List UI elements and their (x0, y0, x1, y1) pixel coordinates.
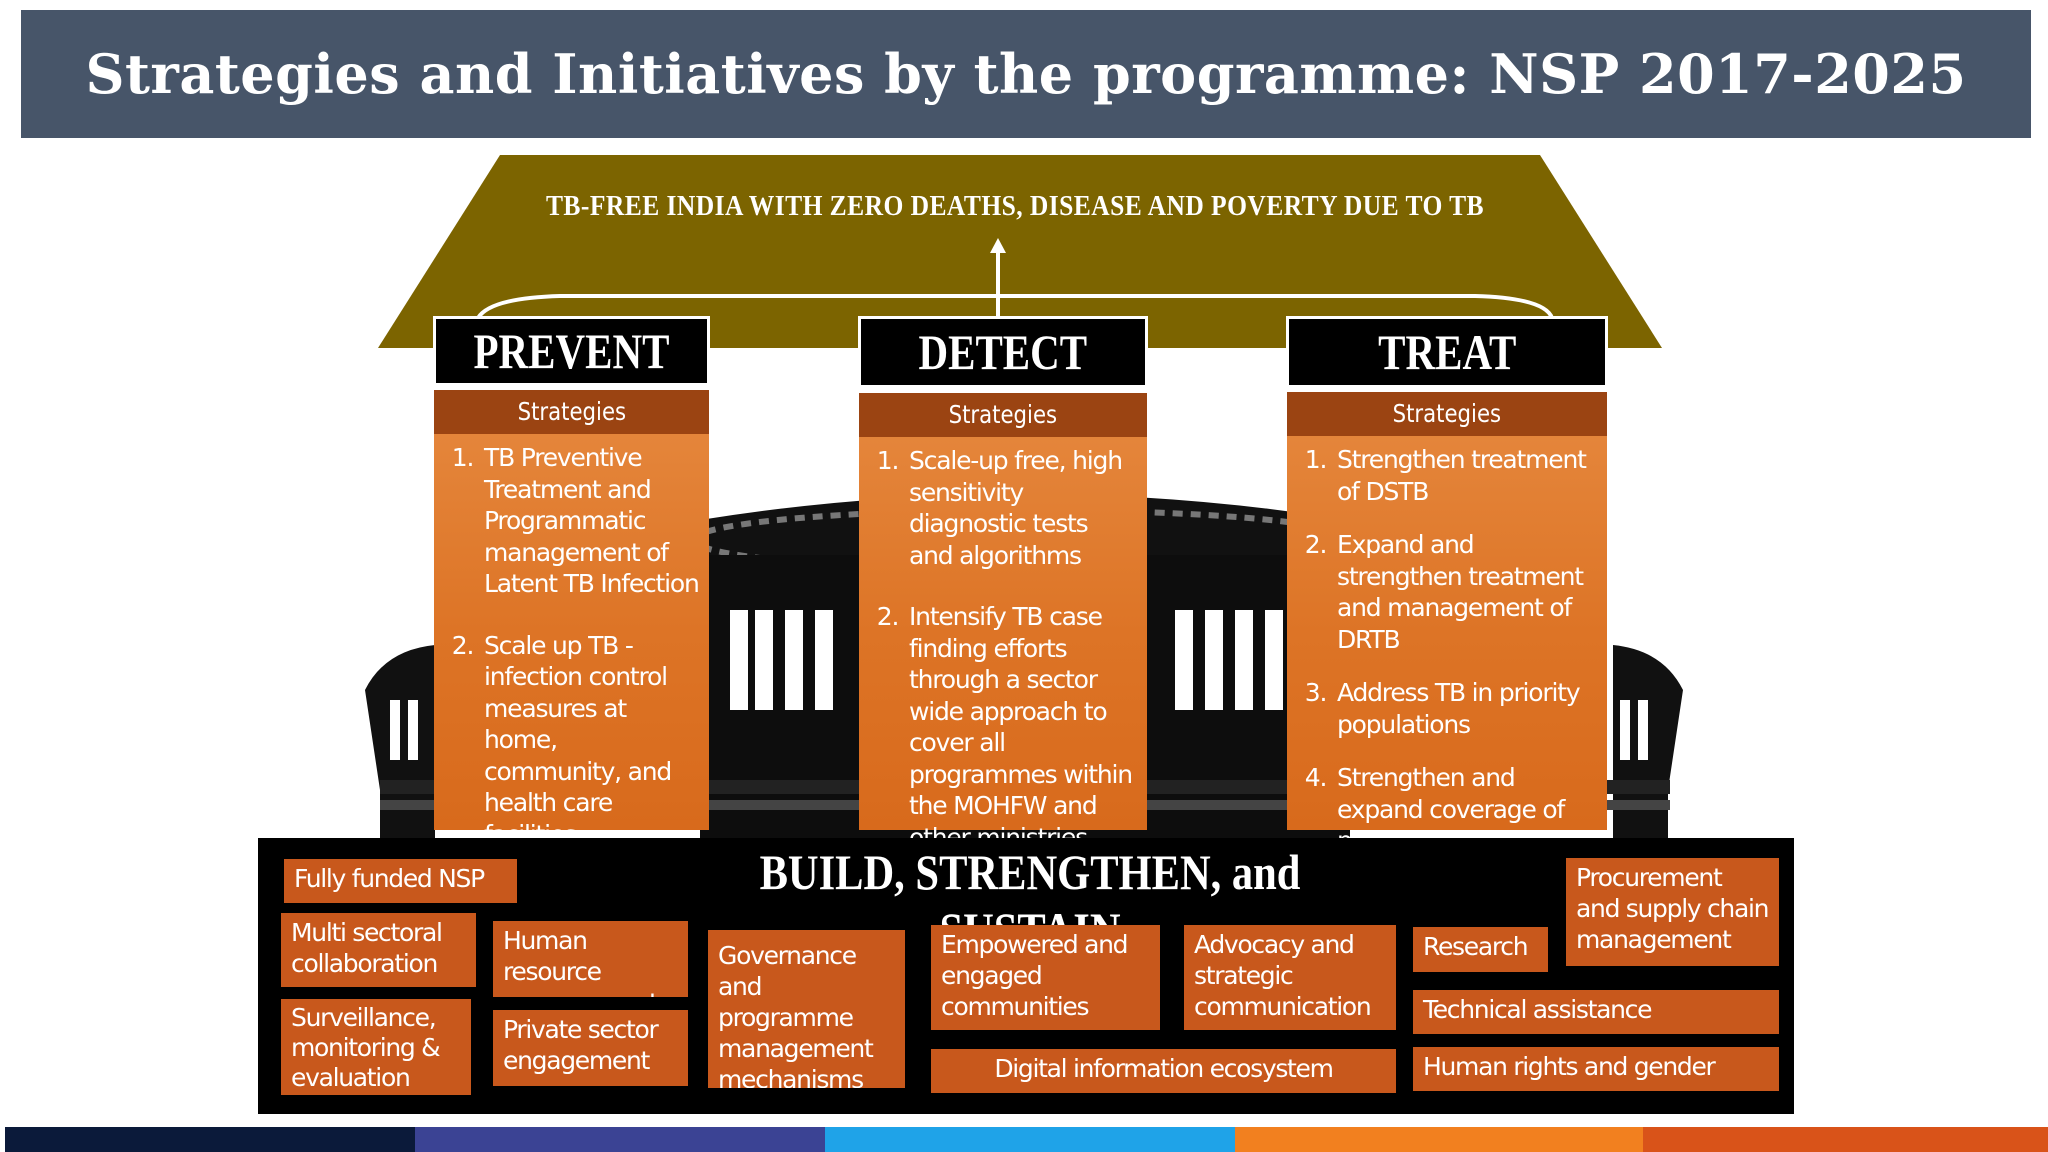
goal-statement: TB-FREE INDIA WITH ZERO DEATHS, DISEASE … (545, 190, 1485, 222)
pillar-detect-title: DETECT (918, 324, 1088, 380)
pillar-treat-body: Strategies Strengthen treatment of DSTB … (1287, 392, 1607, 887)
pillar-detect-header: DETECT (858, 316, 1148, 388)
title-bar: Strategies and Initiatives by the progra… (21, 10, 2031, 138)
strategy-list: Strengthen treatment of DSTB Expand and … (1287, 436, 1607, 888)
arrow-up-icon (476, 238, 1554, 320)
box-empowered: Empowered and engaged communities (931, 925, 1160, 1030)
page-title: Strategies and Initiatives by the progra… (85, 42, 1967, 106)
strategy-list: TB Preventive Treatment and Programmatic… (434, 434, 709, 850)
pillar-prevent-body: Strategies TB Preventive Treatment and P… (434, 390, 709, 849)
strategy-item: Scale-up free, high sensitivity diagnost… (905, 445, 1137, 571)
pillar-treat-title: TREAT (1377, 324, 1517, 380)
footer-stripe-5 (1643, 1127, 2048, 1152)
strategy-item: Scale up TB - infection control measures… (480, 630, 699, 851)
strategy-item: Expand and strengthen treatment and mana… (1333, 529, 1597, 655)
box-human-resource: Human resource management (493, 921, 688, 997)
box-digital: Digital information ecosystem (931, 1049, 1396, 1093)
pillar-detect-body: Strategies Scale-up free, high sensitivi… (859, 393, 1147, 852)
strategy-item: Intensify TB case finding efforts throug… (905, 601, 1137, 853)
footer-stripe-3 (825, 1127, 1235, 1152)
box-human-rights: Human rights and gender (1413, 1047, 1779, 1091)
strategies-label-text: Strategies (948, 400, 1058, 429)
strategies-label: Strategies (434, 390, 709, 434)
strategies-label-text: Strategies (517, 397, 626, 426)
box-technical: Technical assistance (1413, 990, 1779, 1034)
box-fully-funded: Fully funded NSP (284, 859, 517, 903)
box-surveillance: Surveillance, monitoring & evaluation (281, 999, 471, 1095)
pillar-prevent-header: PREVENT (433, 316, 710, 386)
box-multi-sectoral: Multi sectoral collaboration (281, 913, 476, 987)
box-private-sector: Private sector engagement (493, 1010, 688, 1086)
strategy-item: Address TB in priority populations (1333, 677, 1597, 740)
footer-stripe-4 (1235, 1127, 1643, 1152)
strategy-item: Strengthen treatment of DSTB (1333, 444, 1597, 507)
strategies-label: Strategies (1287, 392, 1607, 436)
strategies-label-text: Strategies (1392, 399, 1502, 428)
box-research: Research (1413, 927, 1548, 972)
box-advocacy: Advocacy and strategic communication (1184, 925, 1396, 1030)
roof (378, 155, 1662, 348)
footer-stripe-2 (415, 1127, 825, 1152)
strategies-label: Strategies (859, 393, 1147, 437)
footer-stripe-1 (5, 1127, 415, 1152)
strategy-item: TB Preventive Treatment and Programmatic… (480, 442, 700, 600)
strategy-list: Scale-up free, high sensitivity diagnost… (859, 437, 1147, 853)
pillar-prevent-title: PREVENT (473, 323, 670, 379)
box-procurement: Procurement and supply chain management (1566, 858, 1779, 966)
box-governance: Governance and programme management mech… (708, 930, 905, 1088)
pillar-treat-header: TREAT (1286, 316, 1608, 388)
